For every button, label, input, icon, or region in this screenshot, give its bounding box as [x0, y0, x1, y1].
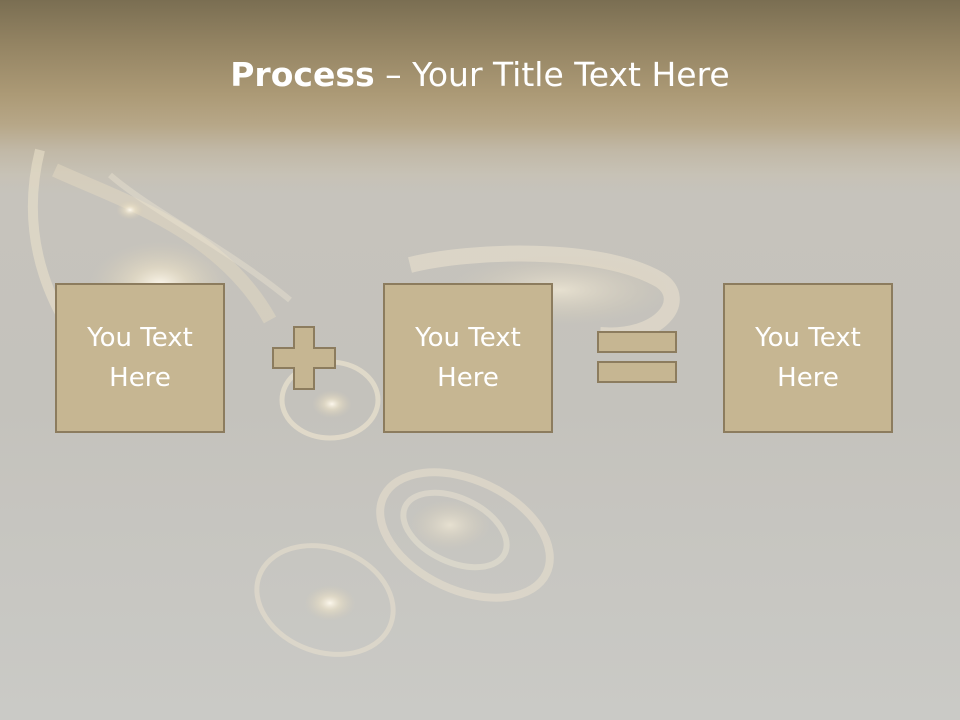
plus-icon	[272, 326, 336, 390]
process-box-3-text: You Text Here	[755, 323, 861, 393]
equals-icon	[597, 331, 677, 383]
process-box-1-text: You Text Here	[87, 323, 193, 393]
title-rest: – Your Title Text Here	[374, 55, 730, 94]
slide-title: Process – Your Title Text Here	[0, 52, 960, 98]
process-box-2: You Text Here	[383, 283, 553, 433]
process-box-2-text: You Text Here	[415, 323, 521, 393]
process-box-3: You Text Here	[723, 283, 893, 433]
process-box-1: You Text Here	[55, 283, 225, 433]
title-bold: Process	[230, 55, 375, 94]
